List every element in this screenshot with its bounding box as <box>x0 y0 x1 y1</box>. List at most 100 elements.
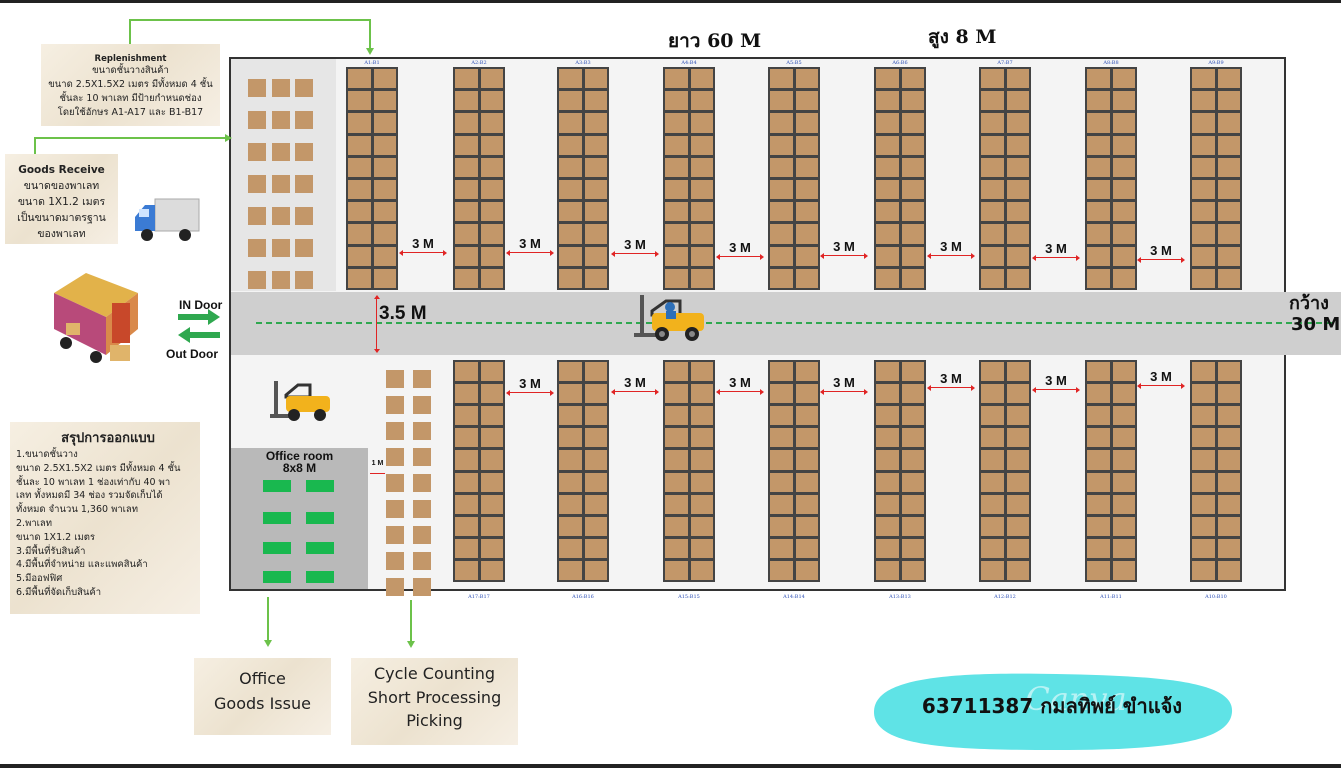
pallet-slot <box>348 113 371 133</box>
leader-line <box>129 19 131 45</box>
pallet-slot <box>901 494 924 514</box>
delivery-truck-icon <box>135 198 200 241</box>
pallet-slot <box>981 560 1004 580</box>
pallet <box>413 370 431 388</box>
storage-rack <box>453 67 505 290</box>
pallet-slot <box>1192 202 1215 222</box>
pallet-slot <box>1217 428 1240 448</box>
pallet-slot <box>1217 406 1240 426</box>
pallet-slot <box>584 406 607 426</box>
pallet <box>248 175 266 193</box>
pallet-slot <box>373 268 396 288</box>
rack-label: A2:B2 <box>471 60 487 66</box>
pallet-slot <box>559 224 582 244</box>
pallet-slot <box>981 450 1004 470</box>
rack-label: A1:B1 <box>364 60 380 66</box>
pallet-slot <box>1217 113 1240 133</box>
pallet-slot <box>455 69 478 89</box>
storage-rack <box>1190 360 1242 582</box>
pallet-slot <box>559 91 582 111</box>
pallet <box>295 175 313 193</box>
pallet-slot <box>1087 224 1110 244</box>
rack-label: A10:B10 <box>1205 594 1227 600</box>
pallet-slot <box>981 135 1004 155</box>
pallet-slot <box>480 224 503 244</box>
pallet-slot <box>876 560 899 580</box>
office-desk <box>306 571 334 583</box>
pallet <box>386 396 404 414</box>
pallet-slot <box>1006 180 1029 200</box>
rack-label: A12:B12 <box>994 594 1016 600</box>
pallet-slot <box>665 516 688 536</box>
pallet-slot <box>584 538 607 558</box>
pallet-slot <box>373 202 396 222</box>
pallet <box>248 207 266 225</box>
student-id-name: 63711387 กมลทิพย์ ขำแจ้ง <box>921 694 1183 718</box>
pallet <box>295 207 313 225</box>
pallet-slot <box>1112 428 1135 448</box>
rack-label: A16:B16 <box>572 594 594 600</box>
pallet-slot <box>770 406 793 426</box>
pallet <box>413 422 431 440</box>
leader-arrow <box>366 48 374 55</box>
pallet <box>413 474 431 492</box>
pallet-slot <box>480 384 503 404</box>
office-desk <box>263 571 291 583</box>
pallet <box>248 79 266 97</box>
pallet-slot <box>584 224 607 244</box>
pallet-slot <box>1112 406 1135 426</box>
pallet-slot <box>1112 224 1135 244</box>
rack-label: A14:B14 <box>783 594 805 600</box>
storage-rack <box>768 67 820 290</box>
storage-rack <box>1190 67 1242 290</box>
pallet-slot <box>584 362 607 382</box>
pallet-slot <box>901 384 924 404</box>
pallet-slot <box>795 472 818 492</box>
pallet-slot <box>455 224 478 244</box>
pallet-slot <box>480 246 503 266</box>
pallet-slot <box>901 268 924 288</box>
pallet-slot <box>665 472 688 492</box>
pallet-slot <box>480 362 503 382</box>
pallet-slot <box>901 91 924 111</box>
aisle-gap-dimension: 3 M <box>611 238 659 258</box>
pallet-slot <box>981 224 1004 244</box>
pallet-slot <box>690 538 713 558</box>
pallet-slot <box>559 135 582 155</box>
pallet-slot <box>1112 91 1135 111</box>
pallet-slot <box>559 494 582 514</box>
pallet-slot <box>1112 516 1135 536</box>
aisle-gap-dimension: 3 M <box>1032 374 1080 394</box>
pallet-slot <box>876 428 899 448</box>
pallet-slot <box>876 69 899 89</box>
pallet-slot <box>1217 384 1240 404</box>
pallet-slot <box>1112 135 1135 155</box>
pallet-slot <box>1006 268 1029 288</box>
pallet-slot <box>1006 472 1029 492</box>
pallet-slot <box>901 516 924 536</box>
door-arrows-icon <box>178 309 220 343</box>
rack-label: A8:B8 <box>1103 60 1119 66</box>
pallet-slot <box>901 224 924 244</box>
pallet-slot <box>1006 362 1029 382</box>
aisle-gap-dimension: 3 M <box>611 376 659 396</box>
pallet <box>272 175 290 193</box>
pallet-slot <box>480 202 503 222</box>
pallet-slot <box>584 180 607 200</box>
pallet-slot <box>795 91 818 111</box>
pallet-slot <box>584 516 607 536</box>
pallet-slot <box>1217 180 1240 200</box>
storage-rack <box>663 67 715 290</box>
pallet-slot <box>348 268 371 288</box>
pallet-slot <box>981 69 1004 89</box>
pallet-slot <box>584 113 607 133</box>
pallet-slot <box>1087 180 1110 200</box>
pallet <box>272 207 290 225</box>
pallet-slot <box>1112 202 1135 222</box>
pallet <box>386 578 404 596</box>
pallet-slot <box>1192 135 1215 155</box>
pallet-slot <box>770 268 793 288</box>
pallet <box>295 111 313 129</box>
pallet-slot <box>480 69 503 89</box>
aisle-dimension-arrow <box>374 295 380 353</box>
